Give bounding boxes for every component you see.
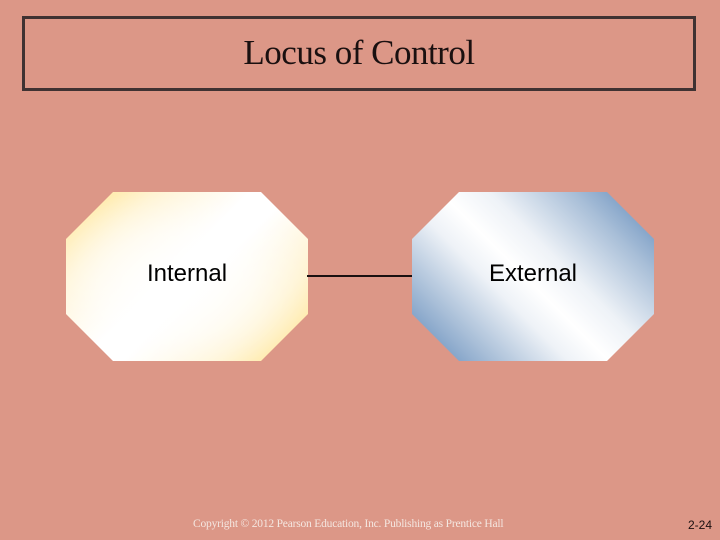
internal-node: Internal: [66, 192, 308, 361]
title-box: Locus of Control: [22, 16, 696, 91]
page-number: 2-24: [688, 518, 713, 532]
external-node: External: [412, 192, 654, 361]
internal-node-label: Internal: [146, 260, 228, 287]
connector-line: [307, 275, 413, 277]
slide-title: Locus of Control: [243, 32, 475, 72]
copyright-notice: Copyright © 2012 Pearson Education, Inc.…: [193, 518, 504, 530]
external-node-label: External: [488, 260, 578, 287]
